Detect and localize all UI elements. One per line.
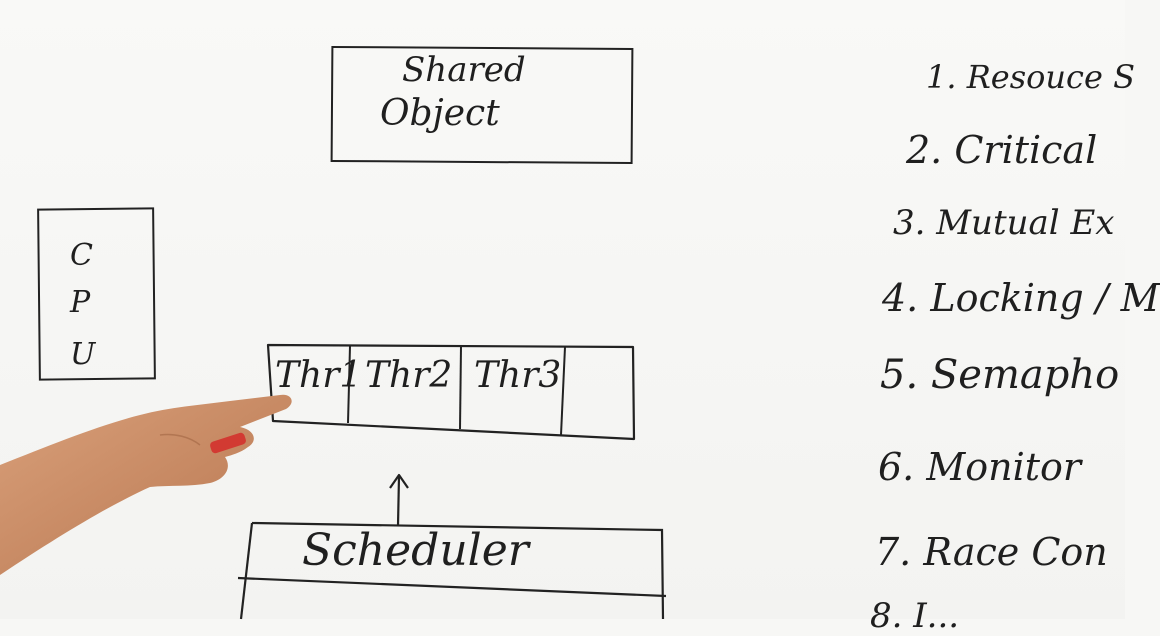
cpu-box <box>37 207 156 381</box>
list-item-6: 6. Monitor <box>878 445 1082 489</box>
up-arrow-icon <box>389 473 409 527</box>
list-item-2: 2. Critical <box>906 128 1098 172</box>
cpu-letter-p: P <box>70 285 91 320</box>
marker-icon <box>210 432 246 454</box>
thread-cell-2: Thr2 <box>365 355 453 396</box>
thread-cell-3: Thr3 <box>474 355 562 396</box>
shared-object-label-line1: Shared <box>402 50 526 90</box>
list-item-3: 3. Mutual Ex <box>893 203 1115 243</box>
whiteboard <box>0 0 1125 619</box>
list-item-4: 4. Locking / M <box>882 276 1160 320</box>
shared-object-label-line2: Object <box>380 93 500 134</box>
thread-cell-1: Thr1 <box>275 355 363 396</box>
thread-queue-drawing <box>266 343 636 441</box>
list-item-5: 5. Semapho <box>880 352 1120 398</box>
scheduler-box <box>237 521 667 620</box>
thread-queue <box>265 333 636 441</box>
list-item-1: 1. Resouce S <box>926 58 1135 96</box>
scheduler-label: Scheduler <box>302 525 529 576</box>
cpu-letter-c: C <box>70 238 93 273</box>
pointing-hand <box>0 394 292 575</box>
cpu-letter-u: U <box>70 337 96 372</box>
list-item-7: 7. Race Con <box>875 530 1108 574</box>
list-item-8: 8. I... <box>870 596 960 636</box>
